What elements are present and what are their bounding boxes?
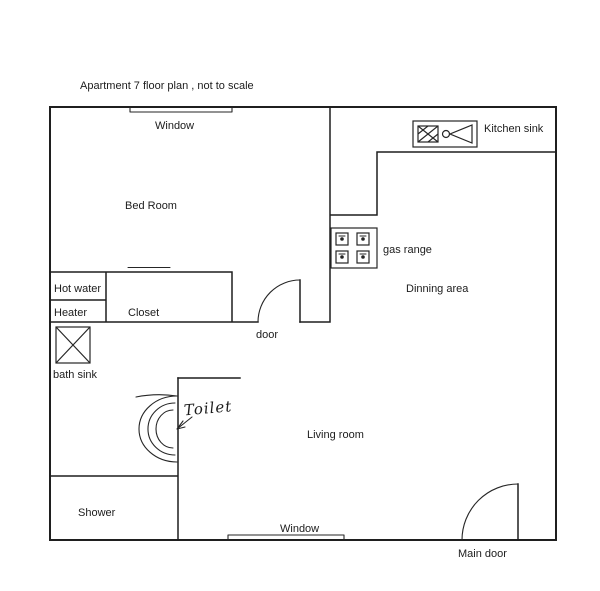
window-top-label: Window [155, 120, 194, 132]
hot-water-heater-label-line1: Hot water [54, 283, 101, 295]
gas-range-label: gas range [383, 244, 432, 256]
bedroom-door-arc [257, 279, 301, 323]
walls [49, 106, 557, 541]
interior-door-label: door [256, 329, 278, 341]
bath-sink-icon [55, 326, 91, 364]
toilet-label: Toilet [183, 397, 233, 419]
closet-label: Closet [128, 307, 159, 319]
bedroom-door [257, 279, 301, 323]
bath-sink-label: bath sink [53, 369, 98, 381]
toilet-arrow [176, 416, 193, 430]
outer-wall [49, 106, 557, 541]
window-top-marker [129, 106, 233, 113]
main-door-label: Main door [458, 548, 507, 560]
main-door-arc [461, 483, 519, 541]
shower-label: Shower [78, 507, 116, 519]
main-door [461, 483, 519, 541]
living-room-label: Living room [307, 429, 364, 441]
window-bottom-marker [227, 534, 345, 541]
window-bottom-label: Window [280, 523, 319, 535]
hot-water-heater-label-line2: Heater [54, 307, 87, 319]
toilet-icon [135, 394, 178, 463]
interior-walls [49, 106, 557, 541]
dinning-area-label: Dinning area [406, 283, 469, 295]
kitchen-sink-icon [412, 120, 478, 148]
plan-title: Apartment 7 floor plan , not to scale [80, 80, 254, 92]
gas-range-icon [330, 227, 378, 269]
bed-room-label: Bed Room [125, 200, 177, 212]
kitchen-sink-label: Kitchen sink [484, 123, 544, 135]
